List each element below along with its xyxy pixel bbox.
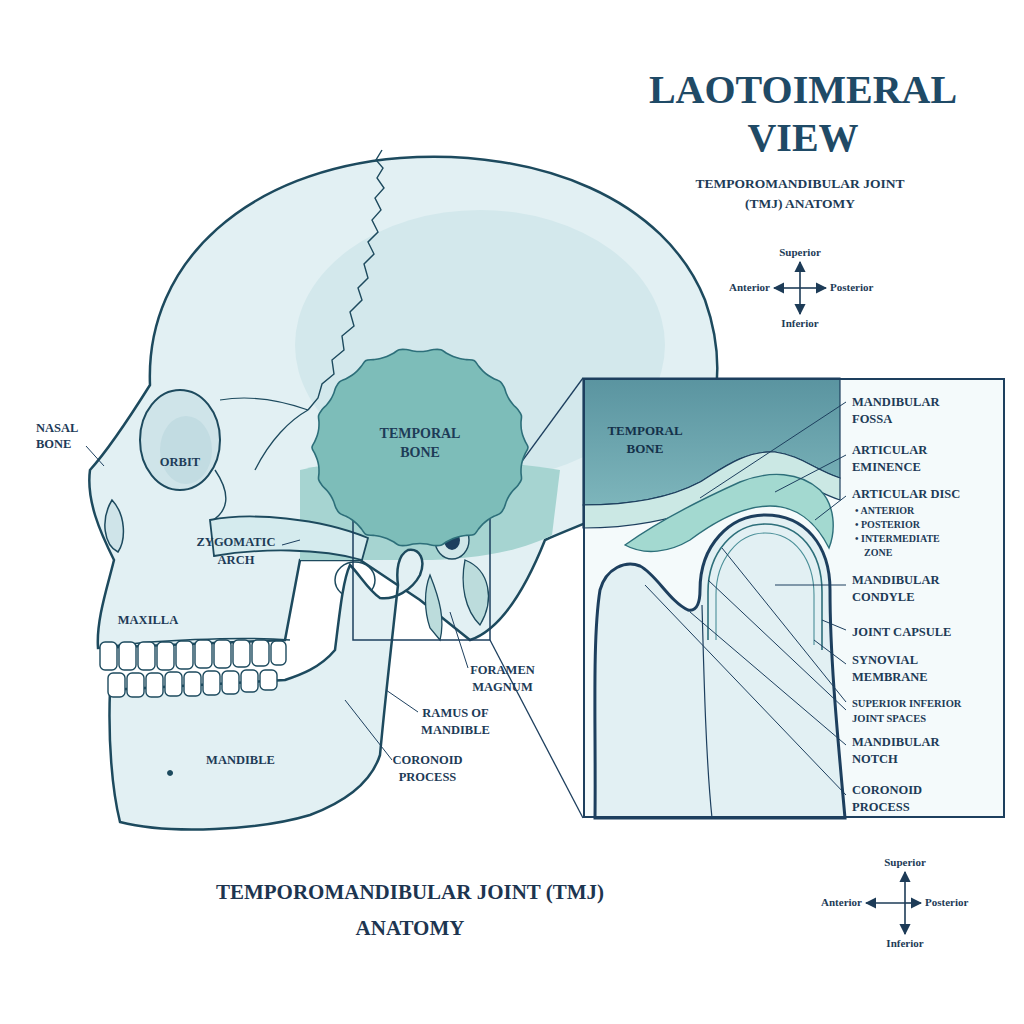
direction-label: Anterior (782, 896, 862, 909)
part-label: SYNOVIAL MEMBRANE (852, 652, 952, 686)
mastoid-process (463, 560, 488, 625)
direction-label: Anterior (690, 281, 770, 294)
part-label: ARTICULAR DISC (852, 486, 1002, 503)
nasal-aperture (105, 500, 124, 552)
orbit-cavity (140, 390, 220, 490)
mandible-section (595, 515, 845, 818)
styloid-process (426, 575, 442, 640)
direction-label: Inferior (760, 317, 840, 330)
region-label: TEMPORAL BONE (600, 422, 690, 458)
part-label: FORAMEN MAGNUM (455, 662, 550, 696)
part-label: CORONOID PROCESS (380, 752, 475, 786)
sub-part-label: • POSTERIOR (855, 518, 965, 532)
condyle-neck-line (702, 605, 712, 818)
suture-line (255, 410, 308, 470)
direction-label: Posterior (925, 896, 1015, 909)
direction-compass (866, 872, 921, 934)
part-label: NASAL BONE (36, 420, 92, 452)
subtitle: TEMPOROMANDIBULAR JOINT (TMJ) ANATOMY (686, 174, 914, 214)
part-label: ORBIT (145, 454, 215, 470)
part-label: ARTICULAR EMINENCE (852, 442, 952, 476)
joint-capsule-line (708, 524, 822, 650)
part-label: MANDIBULAR FOSSA (852, 394, 952, 428)
mandible-shape (109, 550, 422, 830)
inset-background (583, 378, 1005, 818)
upper-teeth (100, 640, 286, 670)
part-label: MANDIBULAR NOTCH (852, 734, 952, 768)
mental-foramen (167, 770, 173, 776)
sub-part-label: • INTERMEDIATE ZONE (855, 532, 965, 560)
cheek-line (210, 470, 226, 522)
part-label: MANDIBULAR CONDYLE (852, 572, 952, 606)
diagram-caption: TEMPOROMANDIBULAR JOINT (TMJ) ANATOMY (190, 874, 630, 946)
leader-lines (645, 402, 846, 795)
part-label: CORONOID PROCESS (852, 782, 952, 816)
suture-line (220, 398, 308, 410)
part-label: SUPERIOR INFERIOR JOINT SPACES (852, 696, 982, 726)
region-label: TEMPORAL BONE (370, 424, 470, 462)
diagram-title: LAOTOIMERAL VIEW (633, 66, 973, 162)
direction-label: Superior (865, 856, 945, 869)
lower-teeth (108, 670, 277, 697)
sub-part-label: • ANTERIOR (855, 504, 965, 518)
inset-panel: TEMPORAL BONE MANDIBULAR FOSSA ARTICULAR E… (583, 378, 1005, 818)
direction-label: Posterior (830, 281, 920, 294)
direction-label: Superior (760, 246, 840, 259)
temporal-bone-shape (312, 349, 528, 545)
temporal-bone-region: TEMPORAL BONE (305, 340, 535, 555)
orbit-shade (160, 416, 212, 484)
inset-drawing (583, 378, 1005, 818)
part-label: JOINT CAPSULE (852, 624, 1002, 641)
part-label: MAXILLA (108, 612, 188, 628)
direction-compass (774, 262, 826, 314)
part-label: RAMUS OF MANDIBLE (408, 705, 503, 739)
synovial-line (716, 533, 814, 645)
part-label: ZYGOMATIC ARCH (186, 533, 286, 569)
part-label: MANDIBLE (193, 752, 288, 768)
articular-disc-shape (625, 474, 833, 551)
direction-label: Inferior (865, 937, 945, 950)
